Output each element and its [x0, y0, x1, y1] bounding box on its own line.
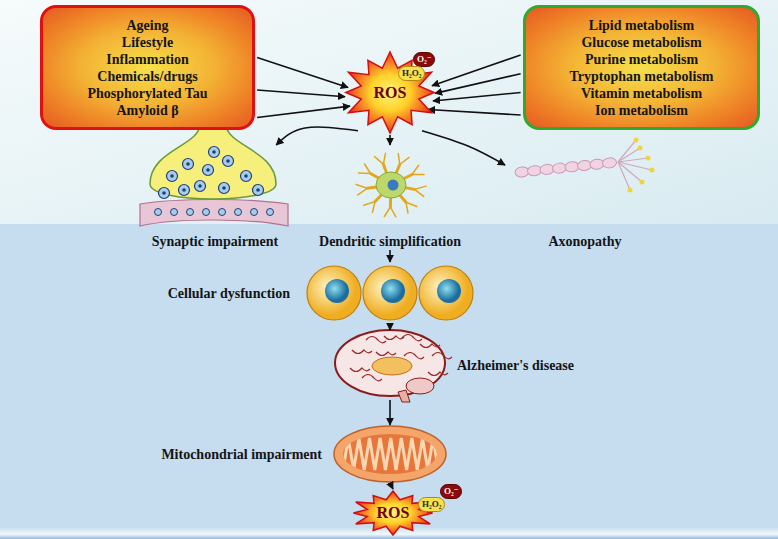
arrow-connector — [389, 400, 391, 425]
node-text: Ageing — [127, 17, 169, 34]
node-text: Amyloid β — [116, 102, 178, 119]
molecule-label: O₂⁻ — [440, 484, 462, 499]
node-text: Vitamin metabolism — [581, 85, 702, 102]
arrow-connector — [389, 324, 391, 330]
illustration-node: Alzheimer's disease — [333, 330, 447, 400]
arrow-connector — [257, 58, 348, 88]
arrow-connector — [435, 74, 521, 94]
neuron-illustration — [356, 153, 426, 216]
bottom-panel — [0, 224, 778, 539]
node-text: Lipid metabolism — [589, 17, 694, 34]
factor-box: AgeingLifestyleInflammationChemicals/dru… — [40, 5, 255, 130]
node-text: Chemicals/drugs — [97, 68, 197, 85]
arrow-connector — [257, 90, 345, 97]
top-panel — [0, 0, 778, 224]
arrow-connector — [389, 135, 391, 145]
node-text: Dendritic simplification — [300, 233, 480, 250]
synapse-illustration — [140, 124, 288, 226]
molecule-label: H₂O₂ — [418, 497, 445, 512]
node-text: Purine metabolism — [585, 51, 698, 68]
illustration-node: Synaptic impairment — [130, 145, 300, 250]
node-text: Mitochondrial impairment — [161, 446, 322, 463]
node-text: Inflammation — [106, 51, 188, 68]
arrow-connector — [257, 106, 350, 117]
arrow-connector — [422, 131, 505, 165]
illustration-node: Dendritic simplification — [320, 145, 460, 250]
node-text: Phosphorylated Tau — [87, 85, 207, 102]
node-text: ROS — [340, 84, 440, 102]
node-text: Axonopathy — [485, 233, 685, 250]
node-text: Alzheimer's disease — [457, 357, 574, 374]
arrow-connector — [428, 110, 521, 116]
axon-illustration — [515, 138, 655, 193]
arrow-connector — [433, 93, 521, 102]
node-text: Lifestyle — [122, 34, 173, 51]
node-text: Glucose metabolism — [581, 34, 701, 51]
factor-box: Lipid metabolismGlucose metabolismPurine… — [523, 5, 760, 130]
illustration-node: Mitochondrial impairment — [332, 425, 448, 483]
molecule-label: H₂O₂ — [398, 66, 425, 81]
mitochondrion-illustration — [334, 426, 446, 482]
illustration-node: Cellular dysfunction — [300, 262, 480, 324]
arrow-connector — [432, 55, 521, 86]
node-text: Tryptophan metabolism — [569, 68, 713, 85]
node-text: Ion metabolism — [595, 102, 688, 119]
arrow-connector — [389, 250, 391, 262]
molecule-label: O₂⁻ — [413, 52, 435, 67]
arrow-connector — [390, 483, 393, 489]
arrow-connector — [276, 127, 358, 145]
illustration-node: Axonopathy — [505, 150, 665, 250]
brain-illustration — [335, 330, 452, 402]
cells-illustration — [307, 266, 473, 320]
node-text: Cellular dysfunction — [168, 285, 290, 302]
node-text: Synaptic impairment — [110, 233, 320, 250]
